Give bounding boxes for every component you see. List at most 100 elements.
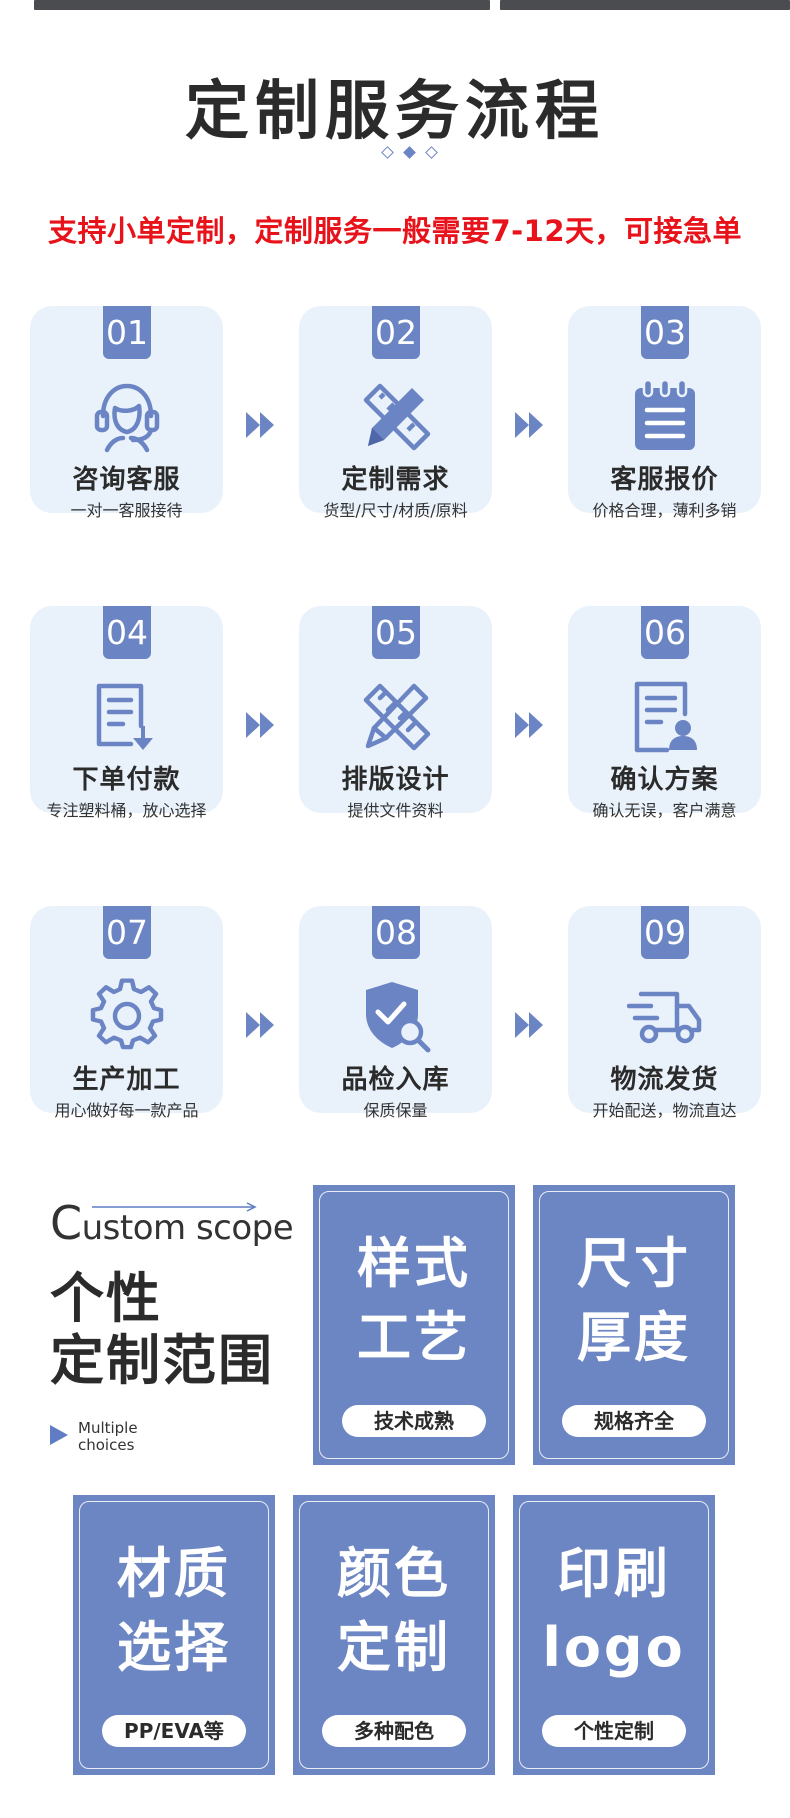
step-name: 排版设计 <box>341 765 450 795</box>
option-title: 材质 选择 <box>73 1537 275 1685</box>
step-name: 生产加工 <box>72 1065 181 1095</box>
step-name: 客服报价 <box>610 465 719 495</box>
chevron-right-icon <box>246 1012 274 1038</box>
scope-initial: C <box>50 1196 82 1250</box>
service-note: 支持小单定制，定制服务一般需要7-12天，可接急单 <box>47 214 743 248</box>
option-title-line1: 材质 <box>117 1542 231 1605</box>
option-title-line2: logo <box>542 1616 686 1679</box>
notepad-icon <box>635 378 695 450</box>
triangle-icon <box>50 1425 68 1445</box>
diamond-icon <box>425 146 438 159</box>
scope-heading-line1: 个性 <box>50 1267 162 1330</box>
box-frame <box>299 1501 489 1769</box>
delivery-truck-icon <box>627 991 702 1044</box>
step-number: 07 <box>103 906 151 959</box>
step-number: 09 <box>641 906 689 959</box>
step-desc: 保质保量 <box>363 1101 428 1120</box>
step-number: 02 <box>372 306 420 359</box>
step-desc: 一对一客服接待 <box>70 501 183 520</box>
diamond-icon <box>403 146 416 159</box>
multiple-choices-label: Multiple choices <box>78 1420 138 1454</box>
option-title: 印刷 logo <box>513 1537 715 1685</box>
step-desc: 用心做好每一款产品 <box>54 1101 199 1120</box>
step-number: 03 <box>641 306 689 359</box>
step-name: 下单付款 <box>72 765 181 795</box>
step-name: 品检入库 <box>341 1065 450 1095</box>
step-desc: 货型/尺寸/材质/原料 <box>323 501 468 520</box>
scope-english-heading: Custom scope <box>50 1196 294 1250</box>
box-frame <box>539 1191 729 1459</box>
chevron-right-icon <box>246 412 274 438</box>
step-name: 咨询客服 <box>72 465 181 495</box>
order-download-icon <box>96 683 153 750</box>
step-card-05: 05 排版设计 提供文件资料 <box>299 606 492 819</box>
option-material: 材质 选择 PP/EVA等 <box>73 1495 275 1775</box>
option-title: 颜色 定制 <box>293 1537 495 1685</box>
step-desc: 提供文件资料 <box>347 801 444 820</box>
gear-icon <box>90 978 164 1050</box>
title-divider <box>0 146 790 160</box>
step-card-02: 02 定制需求 货型/尺寸/材质/原料 <box>299 306 492 519</box>
chevron-right-icon <box>515 412 543 438</box>
step-card-04: 04 下单付款 专注塑料桶，放心选择 <box>30 606 223 819</box>
option-title-line1: 尺寸 <box>577 1232 691 1295</box>
option-pill: PP/EVA等 <box>102 1715 246 1747</box>
step-card-09: 09 物流发货 开始配送，物流直达 <box>568 906 761 1119</box>
step-card-08: 08 品检入库 保质保量 <box>299 906 492 1119</box>
step-card-01: 01 咨询客服 一对一客服接待 <box>30 306 223 519</box>
document-user-icon <box>634 681 697 753</box>
multi-line1: Multiple <box>78 1419 138 1437</box>
diamond-icon <box>381 146 394 159</box>
option-title-line2: 厚度 <box>577 1306 691 1369</box>
product-photo <box>500 0 790 10</box>
box-frame <box>79 1501 269 1769</box>
option-title-line1: 样式 <box>357 1232 471 1295</box>
step-number: 04 <box>103 606 151 659</box>
option-title-line2: 工艺 <box>357 1306 471 1369</box>
step-card-03: 03 客服报价 价格合理，薄利多销 <box>568 306 761 519</box>
option-title-line2: 定制 <box>337 1616 451 1679</box>
step-name: 物流发货 <box>610 1065 719 1095</box>
customer-service-headset-icon <box>94 383 160 453</box>
scope-rest: ustom scope <box>81 1208 294 1248</box>
multi-line2: choices <box>78 1436 135 1454</box>
step-desc: 确认无误，客户满意 <box>592 801 737 820</box>
scope-heading-line2: 定制范围 <box>50 1329 274 1392</box>
top-photo-strip <box>0 0 790 12</box>
option-size-thickness: 尺寸 厚度 规格齐全 <box>533 1185 735 1465</box>
product-photo <box>34 0 490 10</box>
step-number: 01 <box>103 306 151 359</box>
step-desc: 专注塑料桶，放心选择 <box>46 801 207 820</box>
step-card-06: 06 确认方案 确认无误，客户满意 <box>568 606 761 819</box>
option-pill: 技术成熟 <box>342 1405 486 1437</box>
step-name: 确认方案 <box>610 765 719 795</box>
arrow-line-icon <box>92 1202 257 1212</box>
step-desc: 开始配送，物流直达 <box>592 1101 737 1120</box>
step-desc: 价格合理，薄利多销 <box>592 501 737 520</box>
option-color: 颜色 定制 多种配色 <box>293 1495 495 1775</box>
step-number: 08 <box>372 906 420 959</box>
option-title: 尺寸 厚度 <box>533 1227 735 1375</box>
step-name: 定制需求 <box>341 465 450 495</box>
design-tools-icon <box>363 683 431 751</box>
option-printing-logo: 印刷 logo 个性定制 <box>513 1495 715 1775</box>
option-pill: 个性定制 <box>542 1715 686 1747</box>
option-title: 样式 工艺 <box>313 1227 515 1375</box>
chevron-right-icon <box>246 712 274 738</box>
option-pill: 多种配色 <box>322 1715 466 1747</box>
option-title-line1: 印刷 <box>557 1542 671 1605</box>
option-title-line2: 选择 <box>117 1616 231 1679</box>
step-number: 06 <box>641 606 689 659</box>
box-frame <box>319 1191 509 1459</box>
page-title: 定制服务流程 <box>185 75 605 149</box>
shield-search-icon <box>366 982 431 1053</box>
option-pill: 规格齐全 <box>562 1405 706 1437</box>
pencil-ruler-icon <box>363 383 431 451</box>
option-title-line1: 颜色 <box>337 1542 451 1605</box>
scope-heading: 个性 定制范围 <box>50 1268 274 1392</box>
chevron-right-icon <box>515 1012 543 1038</box>
step-number: 05 <box>372 606 420 659</box>
chevron-right-icon <box>515 712 543 738</box>
box-frame <box>519 1501 709 1769</box>
option-style-craft: 样式 工艺 技术成熟 <box>313 1185 515 1465</box>
